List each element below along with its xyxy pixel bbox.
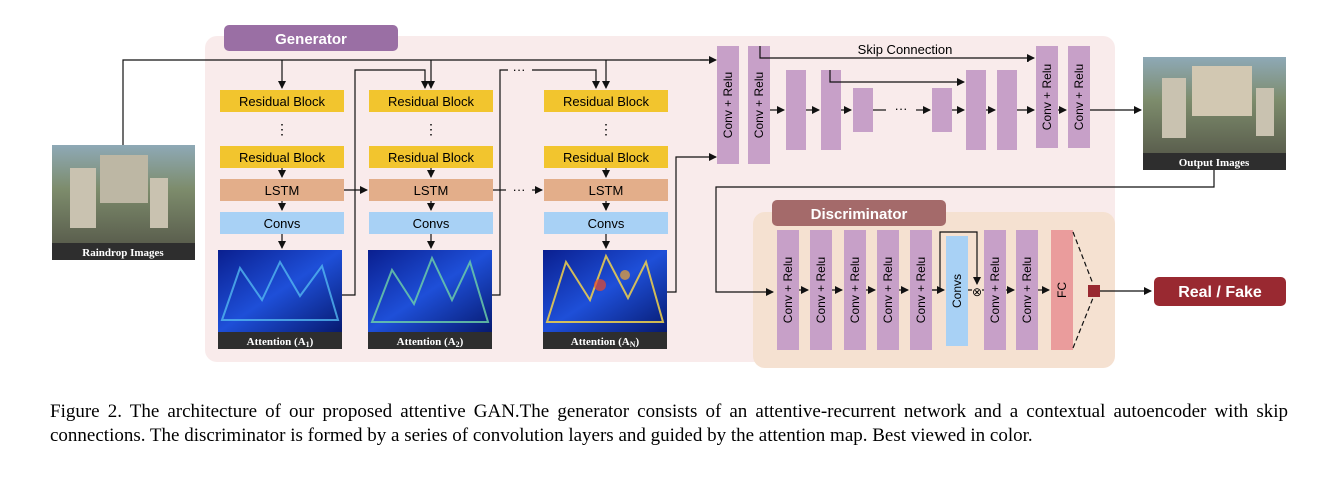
recurrent-column-2: Residual Block ⋮ Residual Block LSTM Con… [368,90,493,349]
attention-map: Attention (AN) [543,250,667,349]
conv-relu-label: Conv + Relu [1040,64,1054,130]
output-node [1088,285,1100,297]
horizontal-dots: ··· [513,182,526,197]
generator-header [224,25,398,51]
lstm-block [220,179,344,201]
figure-caption: Figure 2. The architecture of our propos… [50,401,1288,446]
conv-relu-label: Conv + Relu [721,72,735,138]
attention-map: Attention (A1) [218,250,342,349]
conv-relu-label: Conv + Relu [881,257,895,323]
conv-relu-label: Conv + Relu [848,257,862,323]
residual-block-label: Residual Block [563,150,649,165]
convs-block [220,212,344,234]
conv-relu-label: Conv + Relu [988,257,1002,323]
conv-relu-block [1016,230,1038,350]
encoder-layer [853,88,873,132]
multiply-symbol: ⊗ [972,285,982,299]
autoencoder: Conv + Relu Conv + Relu ··· Conv + Relu … [715,42,1215,296]
real-fake-output [1154,277,1286,306]
residual-block [544,146,668,168]
lstm-label: LSTM [589,183,624,198]
convs-label: Convs [950,274,964,308]
convs-block [544,212,668,234]
conv-relu-block [910,230,932,350]
conv-relu-label: Conv + Relu [1072,64,1086,130]
recurrent-column-n: Residual Block ⋮ Residual Block LSTM Con… [543,90,668,349]
residual-block [369,90,493,112]
convs-label: Convs [588,216,625,231]
discriminator-title: Discriminator [811,206,908,223]
convs-block [369,212,493,234]
encoder-layer [786,70,806,150]
residual-block [220,90,344,112]
lstm-block [369,179,493,201]
convs-block [946,236,968,346]
vertical-dots: ⋮ [599,121,613,137]
conv-relu-label: Conv + Relu [814,257,828,323]
attention-label: Attention (AN) [571,336,640,349]
convs-label: Convs [264,216,301,231]
conv-relu-block [748,46,770,164]
lstm-block [544,179,668,201]
decoder-layer [997,70,1017,150]
output-image: Output Images [1143,57,1286,170]
residual-block [220,146,344,168]
conv-relu-label: Conv + Relu [752,72,766,138]
conv-relu-block [1068,46,1090,148]
encoder-layer [821,70,841,150]
residual-block [544,90,668,112]
fc-block [1051,230,1073,350]
vertical-dots: ⋮ [424,121,438,137]
residual-block-label: Residual Block [239,150,325,165]
middle-dots: ··· [895,101,908,116]
residual-block-label: Residual Block [239,94,325,109]
convs-label: Convs [413,216,450,231]
skip-connection-label: Skip Connection [858,42,953,57]
conv-relu-block [1036,46,1058,148]
conv-relu-label: Conv + Relu [1020,257,1034,323]
discriminator-header [772,200,946,226]
horizontal-dots: ··· [513,62,526,77]
conv-relu-block [777,230,799,350]
conv-relu-block [984,230,1006,350]
recurrent-column-1: Residual Block ⋮ Residual Block LSTM Con… [218,90,344,349]
lstm-label: LSTM [265,183,300,198]
real-fake-label: Real / Fake [1178,284,1262,301]
vertical-dots: ⋮ [275,121,289,137]
decoder-layer [966,70,986,150]
residual-block [369,146,493,168]
generator-title: Generator [275,31,347,48]
column-arrows [122,56,717,296]
discriminator: Conv + Relu Conv + Relu Conv + Relu Conv… [777,230,1286,350]
conv-relu-label: Conv + Relu [781,257,795,323]
conv-relu-block [844,230,866,350]
residual-block-label: Residual Block [388,94,474,109]
lstm-label: LSTM [414,183,449,198]
output-image-label: Output Images [1179,157,1250,169]
attention-map: Attention (A2) [368,250,492,349]
conv-relu-block [810,230,832,350]
architecture-diagram: Generator Discriminator Raindrop Images … [52,25,1286,368]
input-image-label: Raindrop Images [82,247,164,259]
input-image: Raindrop Images [52,145,195,260]
attention-label: Attention (A1) [247,336,314,349]
residual-block-label: Residual Block [388,150,474,165]
fc-label: FC [1055,282,1069,298]
decoder-layer [932,88,952,132]
conv-relu-block [717,46,739,164]
attention-label: Attention (A2) [397,336,464,349]
conv-relu-block [877,230,899,350]
conv-relu-label: Conv + Relu [914,257,928,323]
residual-block-label: Residual Block [563,94,649,109]
